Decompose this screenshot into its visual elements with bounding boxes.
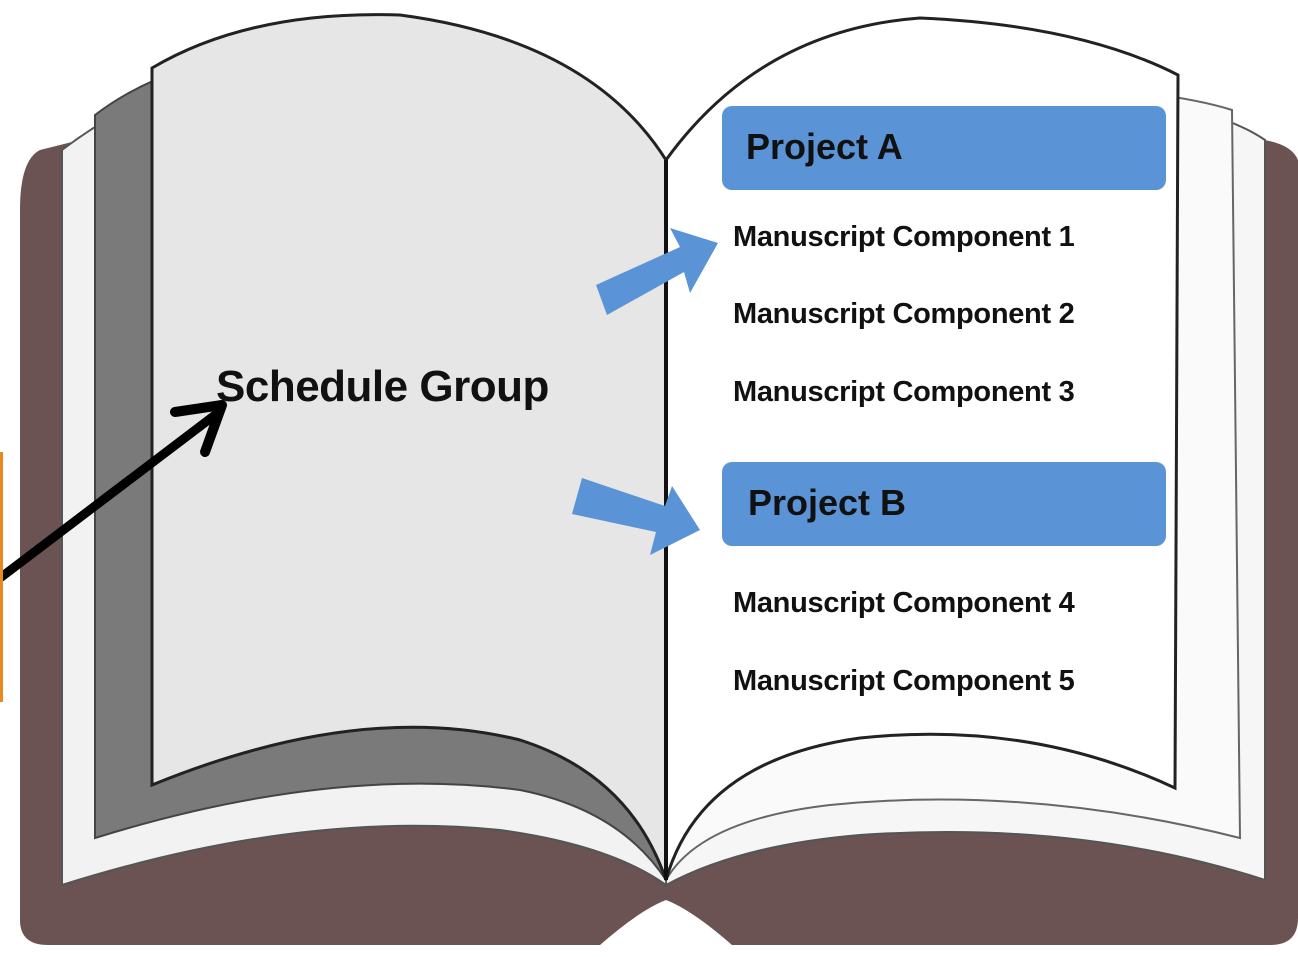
component-3-label: Manuscript Component 3 xyxy=(733,376,1075,408)
project-b-box: Project B xyxy=(722,462,1166,546)
accent-edge xyxy=(0,452,3,702)
project-a-box: Project A xyxy=(722,106,1166,190)
book-cover xyxy=(20,138,1298,945)
group-arrow-head xyxy=(170,400,227,457)
component-2-label: Manuscript Component 2 xyxy=(733,298,1075,330)
schedule-group-label: Schedule Group xyxy=(216,362,549,411)
component-4-label: Manuscript Component 4 xyxy=(733,587,1075,619)
arrow-to-project-a xyxy=(596,228,718,315)
arrow-to-project-b xyxy=(572,478,700,555)
project-b-label: Project B xyxy=(748,482,907,523)
group-arrow-shaft xyxy=(0,410,220,583)
project-a-label: Project A xyxy=(746,126,903,167)
component-5-label: Manuscript Component 5 xyxy=(733,665,1075,697)
component-1-label: Manuscript Component 1 xyxy=(733,221,1075,253)
page-right xyxy=(664,16,1180,881)
